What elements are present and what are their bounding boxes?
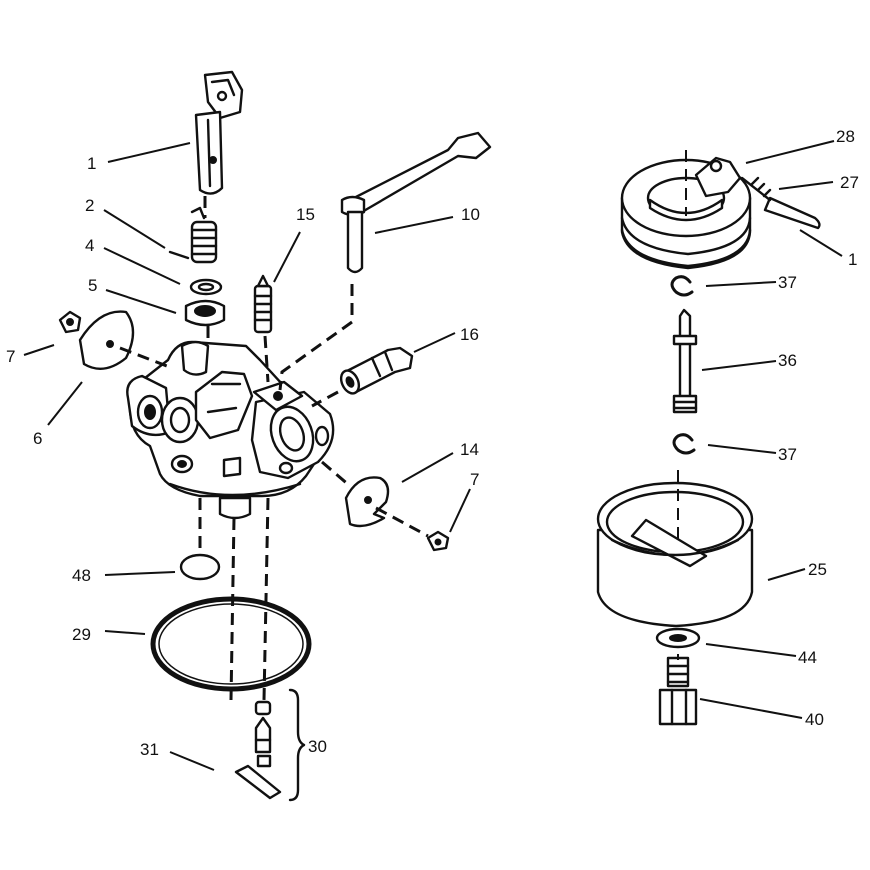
part-4-seal <box>189 278 223 296</box>
part-40-bowl-nut <box>658 654 698 726</box>
callout-14: 14 <box>460 440 479 459</box>
callout-5: 5 <box>88 276 97 295</box>
part-44-washer <box>655 627 701 649</box>
leader-lines <box>23 140 843 771</box>
part-36-main-nozzle <box>672 308 698 414</box>
callout-48: 48 <box>72 566 91 585</box>
part-48-washer <box>179 553 221 581</box>
part-5-washer <box>184 299 226 327</box>
part-27-float-pin <box>740 176 821 230</box>
callout-31: 31 <box>140 740 159 759</box>
callout-7-left: 7 <box>6 347 15 366</box>
callout-40: 40 <box>805 710 824 729</box>
assembly-lines-left <box>119 196 429 701</box>
callout-labels: 1 2 4 5 7 6 15 10 16 14 7 48 29 30 31 28… <box>6 127 859 759</box>
callout-6: 6 <box>33 429 42 448</box>
callout-7-right: 7 <box>470 470 479 489</box>
callout-16: 16 <box>460 325 479 344</box>
part-7-screw-right <box>426 530 450 552</box>
callout-4: 4 <box>85 236 94 255</box>
callout-30: 30 <box>308 737 327 756</box>
callout-44: 44 <box>798 648 817 667</box>
callout-1-left: 1 <box>87 154 96 173</box>
callout-37-bottom: 37 <box>778 445 797 464</box>
callout-27: 27 <box>840 173 859 192</box>
part-28-float <box>620 150 752 270</box>
part-16-main-jet <box>339 346 414 395</box>
part-37-clip-top <box>670 275 694 297</box>
part-10-choke-shaft <box>340 131 492 274</box>
callout-2: 2 <box>85 196 94 215</box>
part-25-float-bowl <box>596 470 754 628</box>
callout-15: 15 <box>296 205 315 224</box>
part-14-choke-plate <box>344 476 390 528</box>
part-7-screw-left <box>58 310 82 334</box>
part-6-throttle-plate <box>78 310 135 370</box>
callout-29: 29 <box>72 625 91 644</box>
callout-37-top: 37 <box>778 273 797 292</box>
part-2-spring <box>168 206 218 264</box>
callout-25: 25 <box>808 560 827 579</box>
callout-28: 28 <box>836 127 855 146</box>
part-37-clip-bottom <box>672 433 696 455</box>
part-31-clip <box>234 764 282 800</box>
part-carburetor-body <box>126 340 335 520</box>
callout-1-right: 1 <box>848 250 857 269</box>
callout-10: 10 <box>461 205 480 224</box>
callout-36: 36 <box>778 351 797 370</box>
part-1-throttle-shaft <box>194 70 244 195</box>
part-30-inlet-needle <box>254 700 272 768</box>
part-30-bracket <box>288 688 306 802</box>
part-15-idle-needle <box>253 274 273 334</box>
